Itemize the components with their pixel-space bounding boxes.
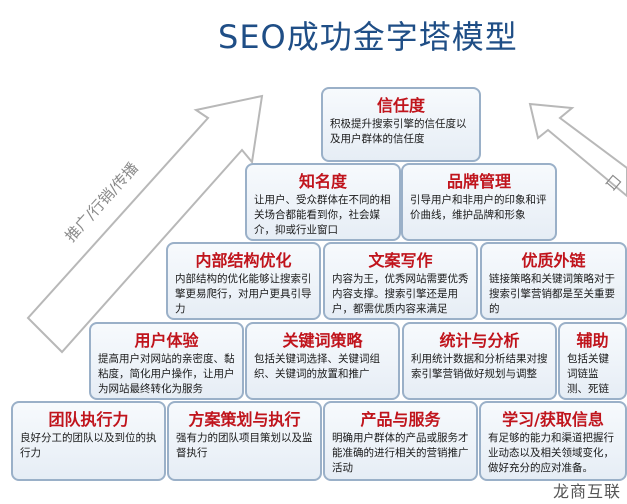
box-links-heading: 优质外链 — [521, 251, 586, 270]
box-analytics-text: 利用统计数据和分析结果对搜索引擎营销做好规划与调整 — [411, 353, 548, 380]
box-plan: 方案策划与执行 强有力的团队项目策划以及监督执行 — [167, 401, 322, 481]
box-analytics: 统计与分析 利用统计数据和分析结果对搜索引擎营销做好规划与调整 — [402, 322, 557, 400]
box-keywords-text: 包括关键词选择、关键词组织、关键词的放置和推广 — [254, 353, 380, 380]
box-brand-text: 引导用户和非用户的印象和评价曲线，维护品牌和形象 — [410, 194, 547, 221]
box-ux: 用户体验 提高用户对网站的亲密度、黏粘度，简化用户操作，让用户为网站最终转化为服… — [89, 322, 244, 400]
right-arrow — [528, 102, 627, 198]
box-learning-heading: 学习/获取信息 — [502, 410, 604, 429]
box-structure: 内部结构优化 内部结构的优化能够让搜索引擎更易爬行，对用户更具引导力 — [166, 242, 321, 320]
box-aux: 辅助 包括关键词链监测、死链竞争对手分析 — [558, 322, 627, 400]
box-awareness-heading: 知名度 — [298, 172, 347, 191]
box-aux-heading: 辅助 — [576, 331, 609, 350]
box-product-heading: 产品与服务 — [360, 410, 441, 429]
left-arrow — [26, 94, 264, 354]
box-ux-heading: 用户体验 — [134, 331, 199, 350]
box-awareness: 知名度 让用户、受众群体在不同的相关场合都能看到你，社会媒介，抑或行业窗口 — [245, 163, 401, 241]
box-product: 产品与服务 明确用户群体的产品或服务才能准确的进行相关的营销推广活动 — [323, 401, 478, 481]
box-plan-heading: 方案策划与执行 — [188, 410, 301, 429]
watermark: 龙商互联 — [552, 482, 621, 501]
box-links-text: 链接策略和关键词策略对于搜索引擎营销都是至关重要的 — [489, 273, 615, 315]
box-product-text: 明确用户群体的产品或服务才能准确的进行相关的营销推广活动 — [332, 432, 469, 474]
box-team-text: 良好分工的团队以及到位的执行力 — [20, 432, 157, 459]
box-ux-text: 提高用户对网站的亲密度、黏粘度，简化用户操作，让用户为网站最终转化为服务 — [98, 353, 235, 395]
box-copy-heading: 文案写作 — [368, 251, 433, 270]
box-brand-heading: 品牌管理 — [446, 172, 511, 191]
box-trust-text: 积极提升搜索引擎的信任度以及用户群体的信任度 — [330, 118, 467, 145]
box-brand: 品牌管理 引导用户和非用户的印象和评价曲线，维护品牌和形象 — [401, 163, 557, 241]
box-learning-text: 有足够的能力和渠道把握行业动态以及相关领域变化，做好充分的应对准备。 — [488, 432, 614, 474]
box-keywords-heading: 关键词策略 — [282, 331, 363, 350]
box-trust: 信任度 积极提升搜索引擎的信任度以及用户群体的信任度 — [321, 87, 481, 162]
box-structure-heading: 内部结构优化 — [195, 251, 292, 270]
box-links: 优质外链 链接策略和关键词策略对于搜索引擎营销都是至关重要的 — [480, 242, 627, 320]
box-team: 团队执行力 良好分工的团队以及到位的执行力 — [11, 401, 166, 481]
box-learning: 学习/获取信息 有足够的能力和渠道把握行业动态以及相关领域变化，做好充分的应对准… — [479, 401, 627, 481]
box-team-heading: 团队执行力 — [48, 410, 129, 429]
box-analytics-heading: 统计与分析 — [439, 331, 520, 350]
box-structure-text: 内部结构的优化能够让搜索引擎更易爬行，对用户更具引导力 — [175, 273, 312, 315]
page-title: SEO成功金字塔模型 — [218, 18, 518, 56]
box-keywords: 关键词策略 包括关键词选择、关键词组织、关键词的放置和推广 — [245, 322, 400, 400]
box-awareness-text: 让用户、受众群体在不同的相关场合都能看到你，社会媒介，抑或行业窗口 — [254, 194, 391, 236]
box-plan-text: 强有力的团队项目策划以及监督执行 — [176, 432, 313, 459]
box-aux-text: 包括关键词链监测、死链竞争对手分析 — [567, 353, 609, 395]
box-copy: 文案写作 内容为王，优秀网站需要优秀内容支撑。搜索引擎还是用户，都需优质内容来满… — [323, 242, 478, 320]
box-copy-text: 内容为王，优秀网站需要优秀内容支撑。搜索引擎还是用户，都需优质内容来满足 — [332, 273, 469, 315]
box-trust-heading: 信任度 — [376, 96, 425, 115]
